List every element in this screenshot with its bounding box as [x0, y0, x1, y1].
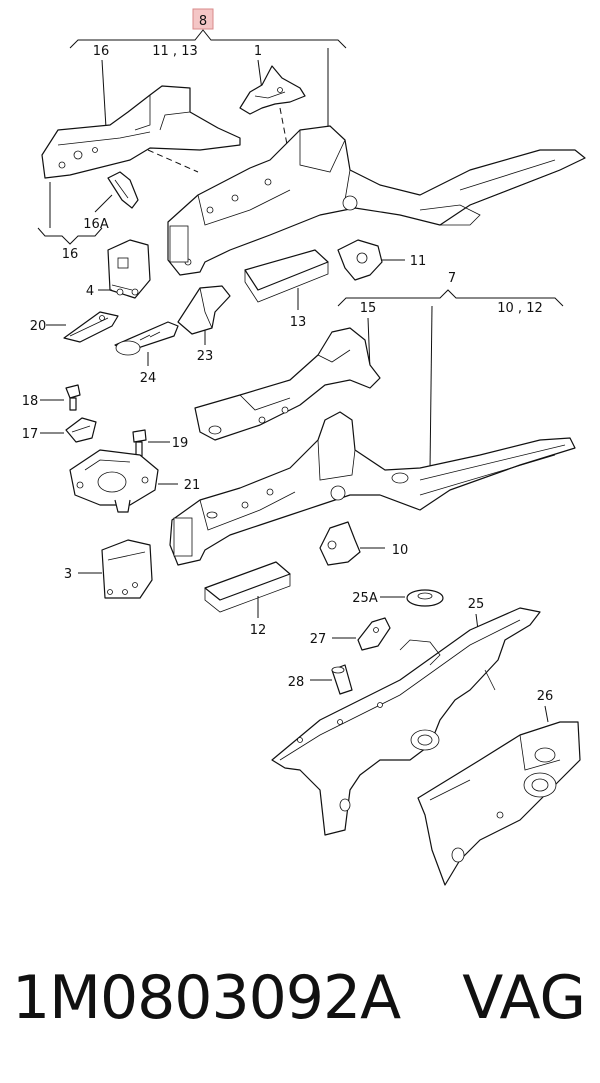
- callout-21[interactable]: 21: [184, 478, 201, 493]
- callout-16-bottom[interactable]: 16: [62, 247, 79, 262]
- callout-20[interactable]: 20: [30, 319, 47, 334]
- part-25-wheel-housing-front: [271, 607, 541, 836]
- part-21-engine-mount: [69, 449, 159, 513]
- callout-12[interactable]: 12: [250, 623, 267, 638]
- callout-4[interactable]: 4: [86, 284, 94, 299]
- part-26-wheel-housing-rear: [417, 721, 581, 886]
- part-11-gusset: [337, 239, 383, 281]
- part-7-lower-frame-assembly: [169, 411, 576, 566]
- callout-25a[interactable]: 25A: [352, 591, 378, 606]
- part-18-bolt: [65, 384, 81, 411]
- part-3-bracket: [101, 539, 153, 599]
- callout-17[interactable]: 17: [22, 427, 39, 442]
- callout-28[interactable]: 28: [288, 675, 305, 690]
- part-25a-grommet: [406, 589, 444, 607]
- part-19-bolt: [132, 429, 147, 457]
- brand-name: VAG: [462, 963, 586, 1033]
- part-16a-bracket: [107, 171, 139, 209]
- callout-15[interactable]: 15: [360, 301, 377, 316]
- part-10-gusset: [319, 521, 361, 566]
- part-23-tube: [177, 285, 231, 335]
- exploded-parts-diagram: 8 16 11 , 13 1 16A 16: [22, 8, 586, 886]
- callout-27[interactable]: 27: [310, 632, 327, 647]
- callout-11[interactable]: 11: [410, 254, 427, 269]
- footer-bar: 1M0803092A VAG: [0, 958, 600, 1058]
- callout-16a[interactable]: 16A: [83, 217, 109, 232]
- part-20-plate: [63, 311, 119, 343]
- group-bracket-8: [69, 8, 347, 49]
- part-number: 1M0803092A: [12, 963, 401, 1033]
- part-16-rail-section: [41, 85, 241, 179]
- callout-24[interactable]: 24: [140, 371, 157, 386]
- callout-10-12[interactable]: 10 , 12: [497, 301, 542, 316]
- callout-1[interactable]: 1: [254, 44, 262, 59]
- part-13-channel: [244, 249, 329, 303]
- callout-10[interactable]: 10: [392, 543, 409, 558]
- part-1-bracket: [239, 65, 306, 115]
- callout-7[interactable]: 7: [448, 271, 456, 286]
- callout-25[interactable]: 25: [468, 597, 485, 612]
- part-27-bracket: [357, 617, 391, 651]
- callout-23[interactable]: 23: [197, 349, 214, 364]
- callout-3[interactable]: 3: [64, 567, 72, 582]
- callout-8[interactable]: 8: [199, 14, 207, 29]
- part-28-sleeve: [331, 664, 353, 695]
- callout-19[interactable]: 19: [172, 436, 189, 451]
- part-17-clip: [65, 417, 97, 443]
- part-15-side-rail: [194, 327, 381, 441]
- callout-18[interactable]: 18: [22, 394, 39, 409]
- part-4-mount-plate: [107, 239, 151, 299]
- part-12-channel: [204, 561, 291, 613]
- part-24-towing-eye: [114, 321, 179, 356]
- callout-16-top[interactable]: 16: [93, 44, 110, 59]
- callout-26[interactable]: 26: [537, 689, 554, 704]
- callout-13[interactable]: 13: [290, 315, 307, 330]
- callout-11-13[interactable]: 11 , 13: [152, 44, 197, 59]
- part-8-front-frame-assembly: [167, 125, 586, 276]
